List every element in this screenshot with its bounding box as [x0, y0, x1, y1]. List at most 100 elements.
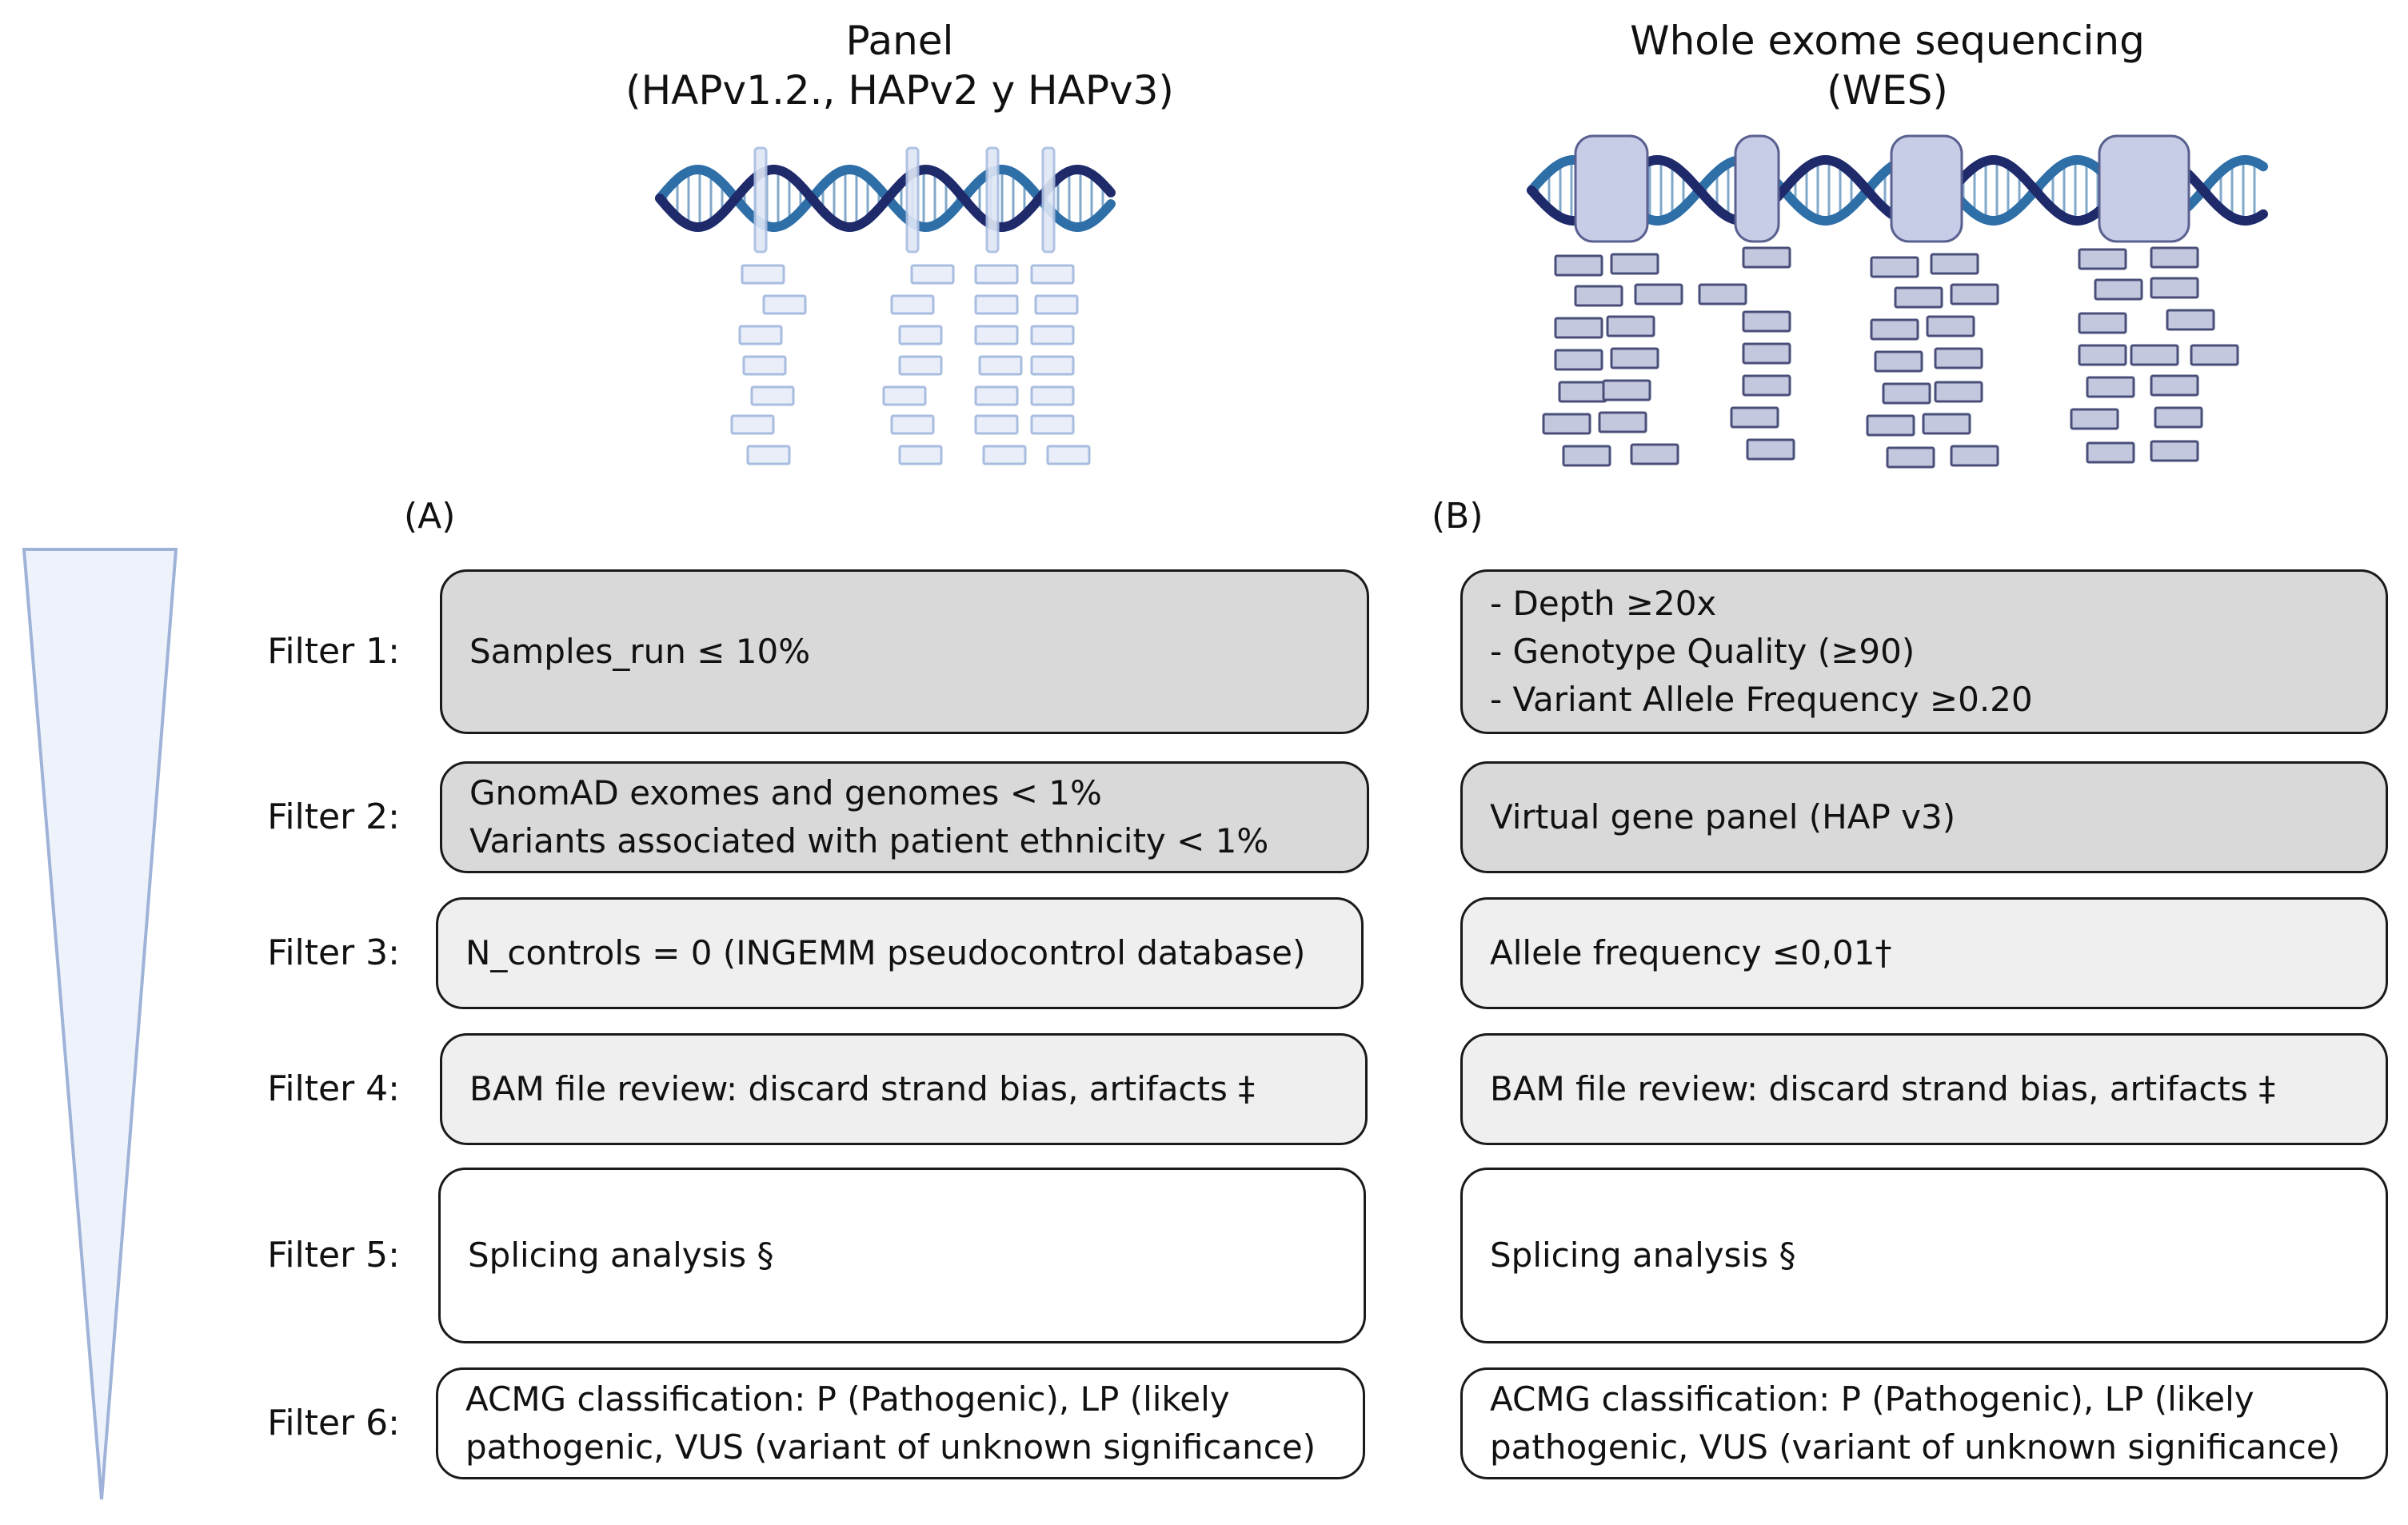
sequencing-read [1742, 374, 1791, 397]
sequencing-read [2094, 278, 2143, 301]
sequencing-read [882, 385, 927, 406]
sequencing-read [890, 414, 935, 435]
sequencing-read [1934, 381, 1983, 403]
filter-box-wes: Allele frequency ≤0,01† [1460, 897, 2388, 1009]
exome-capture-region [1574, 134, 1649, 243]
filter-criterion-text: GnomAD exomes and genomes < 1% [469, 773, 1102, 812]
capture-probe [1041, 146, 1056, 254]
wes-dna-helix [1527, 134, 2268, 243]
sequencing-read [1598, 411, 1647, 433]
exome-capture-region [1734, 134, 1780, 243]
sequencing-read [1742, 342, 1791, 365]
sequencing-read [2078, 312, 2127, 334]
sequencing-read [898, 445, 943, 465]
sequencing-read [2150, 374, 2199, 397]
filter-label: Filter 6: [267, 1403, 400, 1443]
sequencing-read [1602, 379, 1651, 401]
filter-box-panel: Samples_run ≤ 10% [440, 569, 1369, 734]
sequencing-read [1894, 286, 1943, 309]
sequencing-read [1046, 445, 1091, 465]
sequencing-read [1554, 349, 1603, 371]
sequencing-read [1562, 445, 1611, 467]
filter-criterion-text: ACMG classification: P (Pathogenic), LP … [1490, 1379, 2254, 1419]
capture-probe [905, 146, 920, 254]
sequencing-read [2150, 277, 2199, 299]
sequencing-read [1542, 413, 1591, 435]
sequencing-read [1030, 264, 1075, 285]
filter-box-panel: ACMG classification: P (Pathogenic), LP … [436, 1367, 1365, 1479]
panel-b-title-line2: (WES) [1827, 67, 1948, 114]
filter-box-wes: - Depth ≥20x- Genotype Quality (≥90)- Va… [1460, 569, 2388, 734]
sequencing-read [746, 445, 791, 465]
panel-a-title-line2: (HAPv1.2., HAPv2 y HAPv3) [625, 67, 1174, 114]
filter-criterion-text: pathogenic, VUS (variant of unknown sign… [1490, 1427, 2341, 1467]
sequencing-read [1698, 283, 1747, 305]
sequencing-read [898, 325, 943, 345]
filter-criterion-text: - Depth ≥20x [1490, 584, 1717, 623]
sequencing-read [1030, 414, 1075, 435]
wes-sequencing-reads [1542, 246, 2239, 469]
sequencing-read [1746, 438, 1795, 461]
sequencing-read [898, 355, 943, 376]
filter-box-panel: N_controls = 0 (INGEMM pseudocontrol dat… [436, 897, 1364, 1009]
sequencing-read [2086, 441, 2135, 464]
filter-criterion-text: - Variant Allele Frequency ≥0.20 [1490, 680, 2033, 719]
panel-b-title-line1: Whole exome sequencing [1630, 18, 2145, 64]
filter-criterion-text: Splicing analysis § [468, 1236, 774, 1275]
filter-criterion-text: BAM file review: discard strand bias, ar… [469, 1069, 1256, 1108]
sequencing-read [978, 355, 1023, 376]
filter-criterion-text: Splicing analysis § [1490, 1236, 1796, 1275]
sequencing-read [1950, 283, 1999, 305]
sequencing-read [1030, 385, 1075, 406]
sequencing-read [741, 264, 785, 285]
sequencing-read [1742, 310, 1791, 333]
filter-criterion-text: pathogenic, VUS (variant of unknown sign… [465, 1427, 1316, 1467]
filter-box-panel: BAM file review: discard strand bias, ar… [440, 1033, 1368, 1145]
filter-box-panel: Splicing analysis § [438, 1168, 1366, 1343]
exome-capture-region [2098, 134, 2190, 243]
sequencing-read [982, 445, 1027, 465]
filter-label: Filter 2: [267, 796, 400, 837]
sequencing-read [974, 385, 1019, 406]
sequencing-read [1634, 283, 1683, 305]
panel-a-title-line1: Panel [845, 18, 954, 64]
sequencing-read [1926, 315, 1975, 337]
sequencing-read [2190, 344, 2239, 366]
sequencing-read [2078, 248, 2127, 270]
sequencing-read [738, 325, 783, 345]
sequencing-read [750, 385, 795, 406]
filter-label: Filter 3: [267, 932, 400, 973]
sequencing-read [1886, 446, 1935, 469]
sequencing-read [974, 325, 1019, 345]
filter-criterion-text: Allele frequency ≤0,01† [1490, 933, 1892, 972]
sequencing-read [910, 264, 955, 285]
sequencing-read [1934, 347, 1983, 369]
sequencing-read [742, 355, 787, 376]
sequencing-read [1554, 317, 1603, 339]
panel-b-label: (B) [1432, 496, 1484, 537]
panel-sequencing-reads [730, 264, 1091, 465]
sequencing-read [1882, 382, 1931, 405]
sequencing-read [1030, 325, 1075, 345]
sequencing-read [890, 294, 935, 315]
sequencing-read [1950, 445, 1999, 467]
filter-box-wes: ACMG classification: P (Pathogenic), LP … [1460, 1367, 2388, 1479]
panel-b-title: Whole exome sequencing (WES) [1527, 16, 2247, 115]
filter-criterion-text: ACMG classification: P (Pathogenic), LP … [465, 1379, 1230, 1419]
filter-criterion-text: Samples_run ≤ 10% [469, 632, 811, 671]
filter-label: Filter 5: [267, 1235, 400, 1275]
sequencing-read [1930, 253, 1979, 275]
sequencing-read [1870, 256, 1919, 278]
sequencing-read [1874, 350, 1923, 373]
filter-box-wes: BAM file review: discard strand bias, ar… [1460, 1033, 2388, 1145]
filter-box-wes: Splicing analysis § [1460, 1168, 2388, 1343]
sequencing-read [2070, 408, 2119, 430]
sequencing-read [1606, 315, 1655, 337]
sequencing-read [1922, 413, 1971, 435]
filter-criterion-text: BAM file review: discard strand bias, ar… [1490, 1069, 2276, 1108]
filter-label: Filter 1: [267, 631, 400, 672]
funnel-triangle [22, 548, 178, 1500]
filter-label: Filter 4: [267, 1068, 400, 1109]
sequencing-read [974, 264, 1019, 285]
filter-box-wes: Virtual gene panel (HAP v3) [1460, 761, 2388, 873]
